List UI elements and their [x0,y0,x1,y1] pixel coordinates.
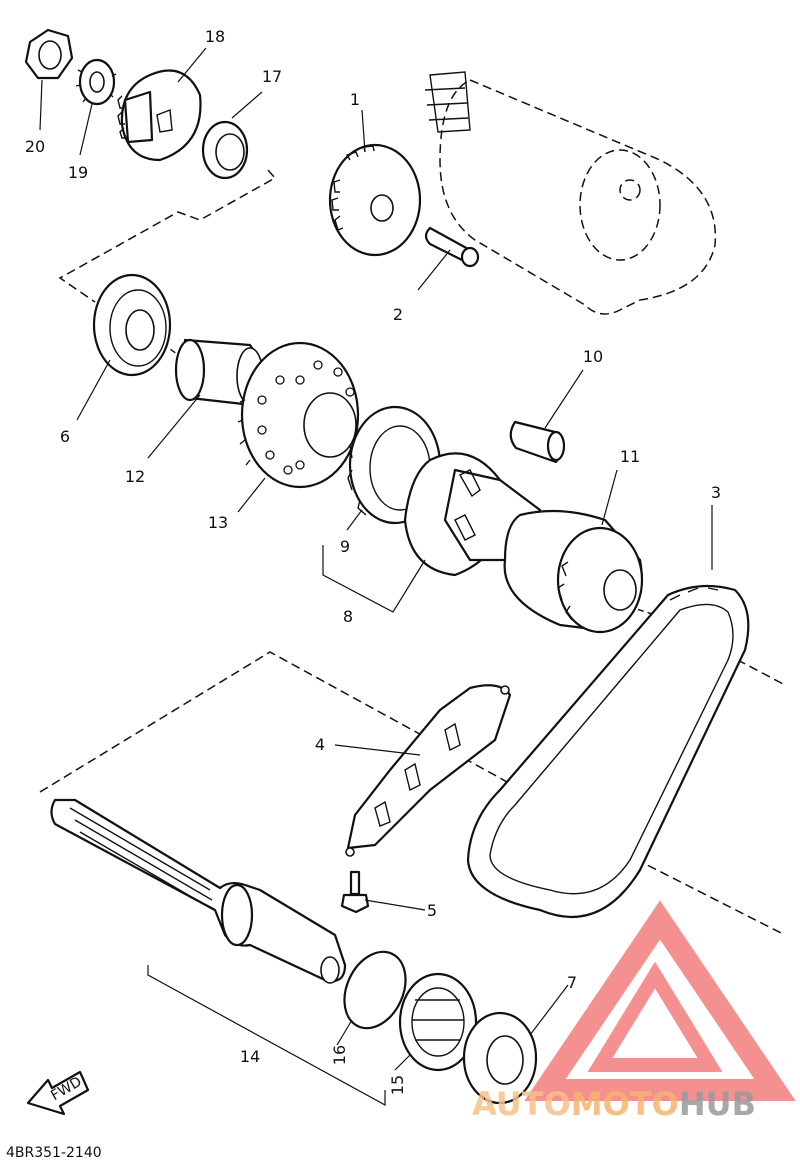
watermark-hub: HUB [679,1085,756,1123]
part-2-pin [424,226,480,268]
label-part-11: 11 [620,447,640,466]
label-part-9: 9 [340,537,350,556]
part-7-seal [462,1011,538,1105]
label-part-14: 14 [240,1047,260,1066]
part-10-pin [509,420,566,464]
label-part-16: 16 [330,1045,349,1065]
label-part-20: 20 [25,137,45,156]
label-part-1: 1 [350,90,360,109]
part-15-bearing [398,972,478,1072]
label-part-19: 19 [68,163,88,182]
label-part-12: 12 [125,467,145,486]
fwd-arrow-icon: FWD [26,1070,90,1116]
part-16-o-ring [343,950,407,1030]
part-19-lock-washer [75,58,117,106]
label-part-3: 3 [711,483,721,502]
watermark-moto: MOTO [571,1085,679,1123]
label-part-17: 17 [262,67,282,86]
part-18-gear [117,69,202,162]
part-11-gear [503,509,644,634]
label-part-10: 10 [583,347,603,366]
automotohub-logo-icon [524,900,796,1101]
part-labels: 1 2 3 4 5 6 7 8 9 10 11 12 13 14 15 16 1… [25,27,721,1095]
label-part-7: 7 [567,973,577,992]
part-1-gear [328,143,422,257]
label-part-15: 15 [388,1075,407,1095]
part-13-sprocket [237,341,360,489]
label-part-4: 4 [315,735,325,754]
svg-text:AUTOMOTOHUB: AUTOMOTOHUB [472,1085,756,1123]
label-part-5: 5 [427,901,437,920]
label-part-18: 18 [205,27,225,46]
watermark-auto: AUTO [472,1085,571,1123]
starter-motor-outline [424,71,717,315]
automotohub-wordmark: AUTOMOTOHUB [472,1085,756,1123]
part-4-chain-guide [345,684,512,857]
label-part-2: 2 [393,305,403,324]
label-part-8: 8 [343,607,353,626]
label-leaders [39,47,713,1107]
part-20-nut [24,28,74,80]
part-3-chain [466,584,750,918]
part-17-bushing [201,120,249,180]
diagram-code: 4BR351-2140 [6,1145,102,1161]
label-part-6: 6 [60,427,70,446]
part-14-shaft [50,798,347,984]
part-6-bearing [92,273,172,377]
part-5-bolt [340,870,370,914]
label-part-13: 13 [208,513,228,532]
